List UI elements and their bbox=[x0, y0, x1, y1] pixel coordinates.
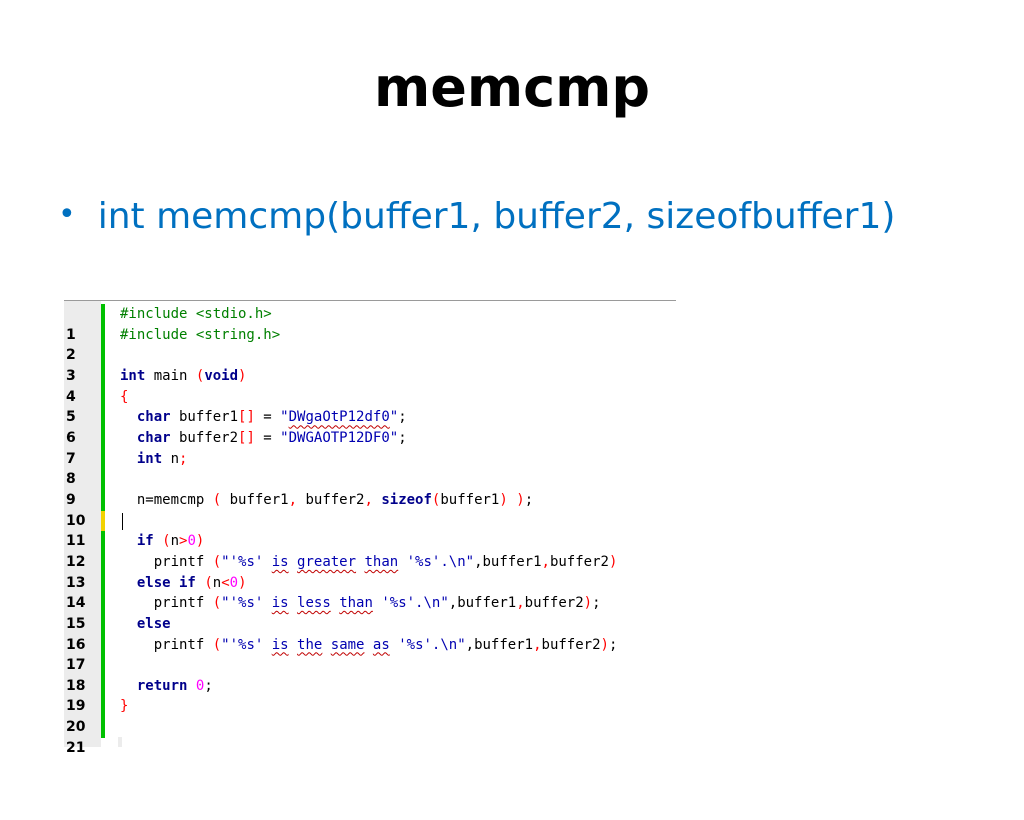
line-number: 9 bbox=[66, 491, 76, 508]
line-number: 1 bbox=[66, 326, 76, 343]
code-text: int n; bbox=[136, 450, 188, 467]
change-marker bbox=[101, 489, 105, 511]
bullet-text: int memcmp(buffer1, buffer2, sizeofbuffe… bbox=[97, 196, 896, 237]
bullet-item: • int memcmp(buffer1, buffer2, sizeofbuff… bbox=[58, 196, 895, 237]
code-text: else bbox=[136, 615, 171, 632]
code-line: 1 #include <stdio.h> bbox=[64, 304, 272, 343]
line-number: 17 bbox=[66, 657, 86, 674]
bullet-dot-icon: • bbox=[58, 197, 76, 232]
change-marker bbox=[101, 386, 105, 408]
line-number: 4 bbox=[66, 388, 76, 405]
code-line: 17 printf ("'%s' is the same as '%s'.\n"… bbox=[64, 634, 617, 673]
code-text: if (n>0) bbox=[136, 533, 205, 550]
code-lines: 1 #include <stdio.h> 2 #include <string.… bbox=[64, 304, 617, 756]
line-number: 2 bbox=[66, 347, 76, 364]
code-text: int main (void) bbox=[120, 367, 247, 384]
change-marker bbox=[101, 531, 105, 552]
code-text: return 0; bbox=[136, 677, 213, 694]
code-line: 16 else bbox=[64, 613, 171, 653]
code-line: 20 } bbox=[64, 696, 128, 735]
code-text: printf ("'%s' is greater than '%s'.\n",b… bbox=[120, 553, 618, 570]
change-marker bbox=[101, 324, 105, 346]
change-marker bbox=[101, 634, 105, 656]
code-line: 6 char buffer1[] = "DWgaOtP12df0"; bbox=[64, 407, 407, 446]
code-text: #include <string.h> bbox=[120, 326, 281, 343]
line-number: 13 bbox=[66, 574, 86, 591]
line-number: 8 bbox=[66, 471, 76, 488]
code-line: 19 return 0; bbox=[64, 675, 213, 714]
line-number: 3 bbox=[66, 367, 76, 384]
line-number: 19 bbox=[66, 698, 86, 715]
code-line: 4 int main (void) bbox=[64, 365, 246, 405]
line-number: 5 bbox=[66, 409, 76, 426]
change-marker bbox=[101, 613, 105, 635]
code-text: printf ("'%s' is the same as '%s'.\n",bu… bbox=[120, 636, 618, 653]
change-marker bbox=[101, 593, 105, 614]
slide-title: memcmp bbox=[373, 56, 651, 119]
code-text: printf ("'%s' is less than '%s'.\n",buff… bbox=[120, 595, 601, 612]
change-marker bbox=[101, 365, 105, 387]
change-marker bbox=[101, 448, 105, 470]
code-text: n=memcmp ( buffer1, buffer2, sizeof(buff… bbox=[120, 491, 534, 508]
line-number-gutter bbox=[64, 301, 101, 747]
code-line: 18 bbox=[64, 655, 115, 694]
text-cursor bbox=[122, 512, 123, 530]
code-line: 13 printf ("'%s' is greater than '%s'.\n… bbox=[64, 551, 617, 591]
code-line: 8 int n; bbox=[64, 448, 187, 487]
line-number: 20 bbox=[66, 719, 86, 736]
change-marker bbox=[101, 551, 105, 573]
line-number: 16 bbox=[66, 636, 86, 653]
change-marker bbox=[101, 675, 105, 697]
code-line: 11 bbox=[64, 510, 123, 549]
code-line: 12 if (n>0) bbox=[64, 531, 204, 570]
code-line: 3 bbox=[64, 345, 115, 384]
code-editor-screenshot: 1 #include <stdio.h> 2 #include <string.… bbox=[64, 300, 676, 756]
code-text: } bbox=[120, 698, 129, 715]
code-line: 5 { bbox=[64, 386, 128, 425]
code-line: 15 printf ("'%s' is less than '%s'.\n",b… bbox=[64, 593, 601, 632]
code-text: char buffer1[] = "DWgaOtP12df0"; bbox=[136, 409, 407, 426]
code-line: 10 n=memcmp ( buffer1, buffer2, sizeof(b… bbox=[64, 489, 533, 529]
line-number: 11 bbox=[66, 533, 86, 550]
code-line: 2 #include <string.h> bbox=[64, 324, 280, 363]
line-number: 6 bbox=[66, 429, 76, 446]
line-number: 18 bbox=[66, 677, 86, 694]
change-marker bbox=[101, 469, 105, 490]
line-number: 14 bbox=[66, 595, 86, 612]
change-marker bbox=[101, 510, 105, 532]
line-number: 7 bbox=[66, 450, 76, 467]
change-marker bbox=[101, 345, 105, 366]
code-text: #include <stdio.h> bbox=[120, 306, 272, 322]
code-line: 21 bbox=[64, 717, 115, 756]
code-text: else if (n<0) bbox=[136, 574, 247, 591]
gutter-fill bbox=[118, 737, 122, 747]
code-text: char buffer2[] = "DWGAOTP12DF0"; bbox=[136, 429, 407, 446]
code-line: 14 else if (n<0) bbox=[64, 572, 247, 611]
change-marker bbox=[101, 717, 105, 738]
change-marker bbox=[101, 427, 105, 449]
change-marker bbox=[101, 304, 105, 325]
line-number: 12 bbox=[66, 553, 86, 570]
change-marker bbox=[101, 572, 105, 594]
change-marker bbox=[101, 407, 105, 428]
line-number: 10 bbox=[66, 512, 86, 529]
line-number: 15 bbox=[66, 615, 86, 632]
code-text: { bbox=[120, 388, 129, 405]
code-line: 7 char buffer2[] = "DWGAOTP12DF0"; bbox=[64, 427, 407, 467]
change-marker bbox=[101, 655, 105, 676]
code-line: 9 bbox=[64, 469, 115, 508]
line-number: 21 bbox=[66, 739, 86, 756]
change-marker bbox=[101, 696, 105, 718]
